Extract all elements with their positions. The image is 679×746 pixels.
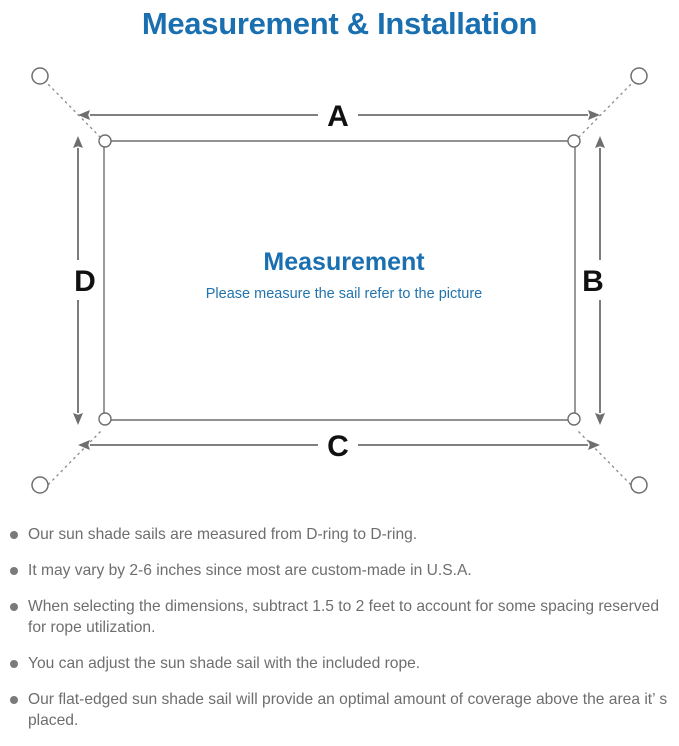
d-ring-bottom-right xyxy=(567,412,581,426)
anchor-points xyxy=(31,67,648,494)
bullet-icon xyxy=(10,531,18,539)
d-ring-top-left xyxy=(98,134,112,148)
rope-line-bottom-left xyxy=(43,430,102,490)
diagram-center-subheading: Please measure the sail refer to the pic… xyxy=(206,286,482,302)
note-item: Our sun shade sails are measured from D-… xyxy=(0,524,679,545)
anchor-point-bottom-left xyxy=(31,476,49,494)
d-rings xyxy=(98,134,581,426)
measurement-diagram: A C D B Measurement Please measure the s… xyxy=(0,48,679,520)
note-item: You can adjust the sun shade sail with t… xyxy=(0,653,679,674)
bullet-icon xyxy=(10,660,18,668)
note-text: Our sun shade sails are measured from D-… xyxy=(28,526,418,543)
d-ring-top-right xyxy=(567,134,581,148)
dimension-label-d: D xyxy=(74,265,96,298)
dimension-label-a: A xyxy=(327,100,349,133)
rope-line-bottom-right xyxy=(577,430,636,490)
bullet-icon xyxy=(10,696,18,704)
bullet-icon xyxy=(10,603,18,611)
anchor-point-top-right xyxy=(630,67,648,85)
note-item: Our flat-edged sun shade sail will provi… xyxy=(0,689,679,731)
measurement-diagram-svg: A C D B Measurement Please measure the s… xyxy=(31,67,648,494)
note-item: It may vary by 2-6 inches since most are… xyxy=(0,560,679,581)
rope-line-top-right xyxy=(577,79,636,139)
note-item: When selecting the dimensions, subtract … xyxy=(0,596,679,638)
note-text: When selecting the dimensions, subtract … xyxy=(28,598,660,636)
dimension-label-b: B xyxy=(582,265,604,298)
page-title: Measurement & Installation xyxy=(141,6,538,41)
note-text: You can adjust the sun shade sail with t… xyxy=(28,655,421,672)
note-text: It may vary by 2-6 inches since most are… xyxy=(28,562,472,579)
rope-lines xyxy=(43,79,636,490)
anchor-point-top-left xyxy=(31,67,49,85)
bullet-icon xyxy=(10,567,18,575)
sail-rectangle xyxy=(103,140,576,421)
rope-line-top-left xyxy=(43,79,102,139)
dimension-label-c: C xyxy=(327,430,349,463)
note-text: Our flat-edged sun shade sail will provi… xyxy=(28,691,668,729)
d-ring-bottom-left xyxy=(98,412,112,426)
anchor-point-bottom-right xyxy=(630,476,648,494)
diagram-center-heading: Measurement xyxy=(263,248,425,276)
notes-list: Our sun shade sails are measured from D-… xyxy=(0,524,679,746)
